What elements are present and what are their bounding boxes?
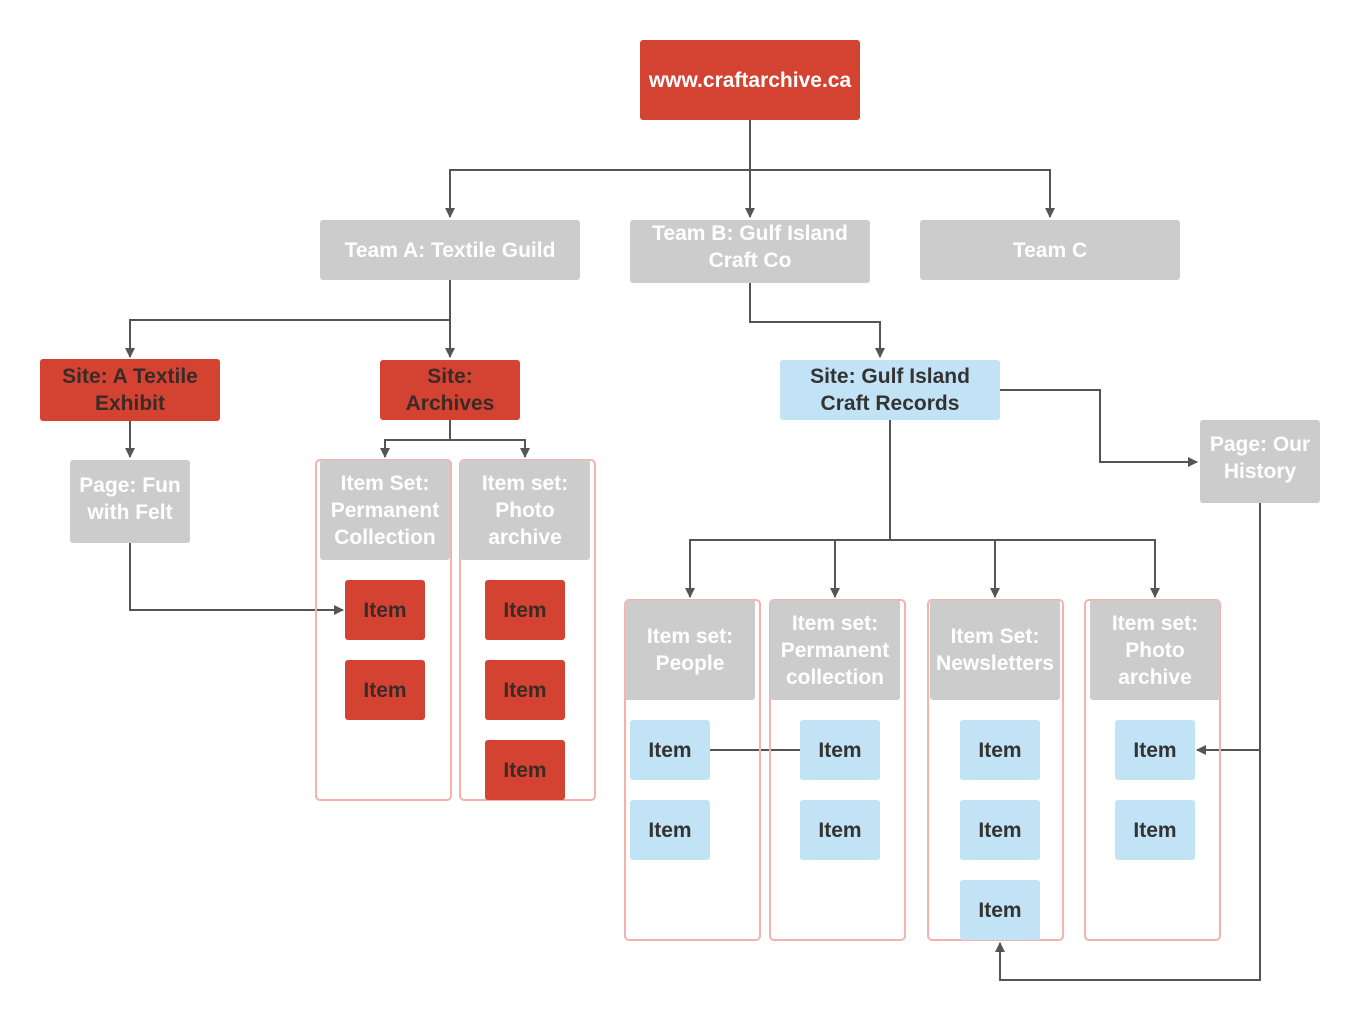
- site-archives-node: Site: Archives: [380, 360, 520, 420]
- root-node-site-url: www.craftarchive.ca: [640, 40, 860, 120]
- item-node: Item: [960, 800, 1040, 860]
- connector-records-set-people: [685, 420, 891, 598]
- item-node: Item: [800, 720, 880, 780]
- connector-archives-set-photo: [449, 420, 530, 458]
- connector-records-set-photo: [995, 539, 1160, 598]
- item-node: Item: [630, 720, 710, 780]
- connector-team-a-site-exhibit: [125, 280, 451, 358]
- page-fun-with-felt-node: Page: Fun with Felt: [70, 460, 190, 543]
- connector-history-newsletter-item: [995, 750, 1261, 981]
- item-node: Item: [485, 740, 565, 800]
- item-set-permanent-collection-node: Item Set: Permanent Collection: [320, 460, 450, 560]
- team-a-node: Team A: Textile Guild: [320, 220, 580, 280]
- item-node: Item: [485, 580, 565, 640]
- site-gulf-island-craft-records-node: Site: Gulf Island Craft Records: [780, 360, 1000, 420]
- item-set-permanent-collection-b-node: Item set: Permanent collection: [770, 600, 900, 700]
- item-set-newsletters-node: Item Set: Newsletters: [930, 600, 1060, 700]
- team-b-node: Team B: Gulf Island Craft Co: [630, 220, 870, 283]
- item-node: Item: [485, 660, 565, 720]
- item-set-photo-archive-b-node: Item set: Photo archive: [1090, 600, 1220, 700]
- item-set-people-node: Item set: People: [625, 600, 755, 700]
- item-node: Item: [345, 660, 425, 720]
- connector-site-records-page-history: [1000, 389, 1198, 467]
- connector-records-set-newsletters: [890, 539, 1000, 598]
- item-node: Item: [1115, 800, 1195, 860]
- connector-archives-set-permanent: [380, 420, 451, 458]
- connector-records-set-permanent: [830, 539, 890, 598]
- item-node: Item: [630, 800, 710, 860]
- item-node: Item: [800, 800, 880, 860]
- connector-page-felt-item: [129, 543, 344, 615]
- item-node: Item: [960, 880, 1040, 940]
- page-our-history-node: Page: Our History: [1200, 420, 1320, 503]
- connector-team-b-site-records: [749, 283, 885, 358]
- connector-root-team-a: [445, 120, 751, 218]
- item-set-photo-archive-a-node: Item set: Photo archive: [460, 460, 590, 560]
- item-node: Item: [1115, 720, 1195, 780]
- connector-root-team-c: [750, 169, 1055, 218]
- team-c-node: Team C: [920, 220, 1180, 280]
- site-textile-exhibit-node: Site: A Textile Exhibit: [40, 359, 220, 421]
- item-node: Item: [960, 720, 1040, 780]
- item-node: Item: [345, 580, 425, 640]
